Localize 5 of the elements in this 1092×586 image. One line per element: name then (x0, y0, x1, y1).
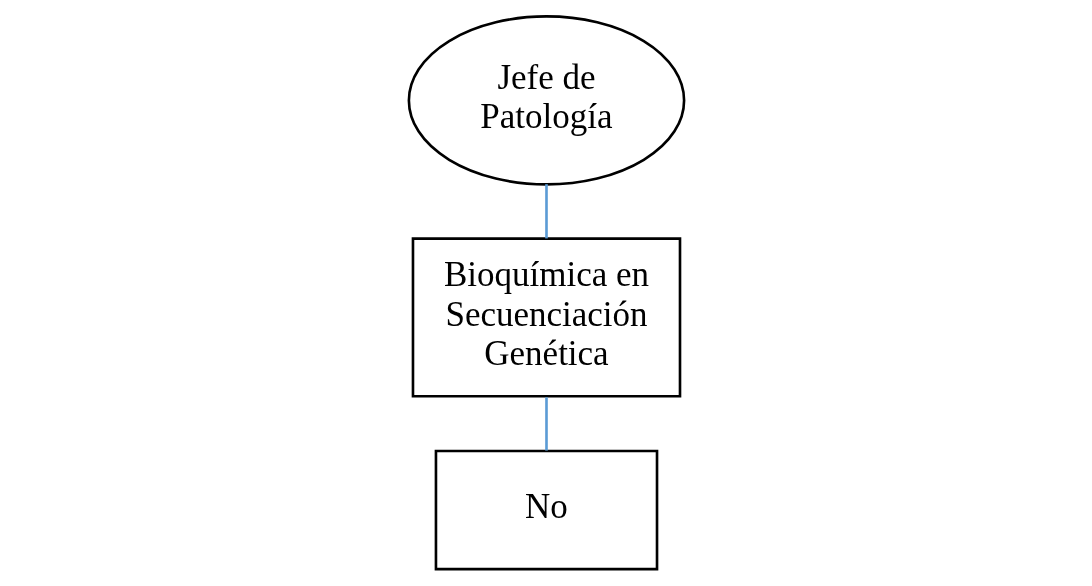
connector (544, 397, 548, 451)
node-ellipse: Jefe de Patología (407, 15, 685, 186)
node-box: Bioquímica en Secuenciación Genética (411, 237, 681, 398)
connector (544, 184, 548, 239)
node-box: No (434, 449, 658, 571)
